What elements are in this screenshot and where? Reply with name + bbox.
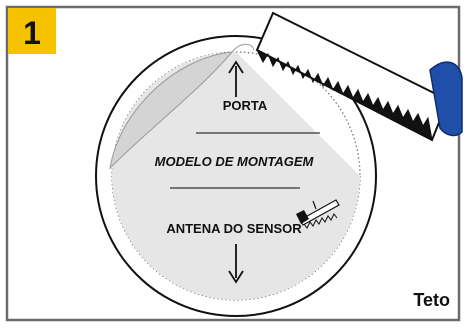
template-title-label: MODELO DE MONTAGEM [155,154,315,169]
arrow-up-icon [228,60,244,97]
saw-icon [255,11,463,142]
ceiling-label: Teto [413,290,450,310]
step-badge [8,8,56,54]
template-sheet [112,52,360,300]
door-label: PORTA [223,98,268,113]
small-saw-icon [296,199,340,229]
step-number: 1 [23,15,41,51]
arrow-down-icon [228,244,244,284]
peeled-flap [109,51,234,170]
flap-edge [231,43,255,53]
sensor-antenna-label: ANTENA DO SENSOR [166,221,302,236]
